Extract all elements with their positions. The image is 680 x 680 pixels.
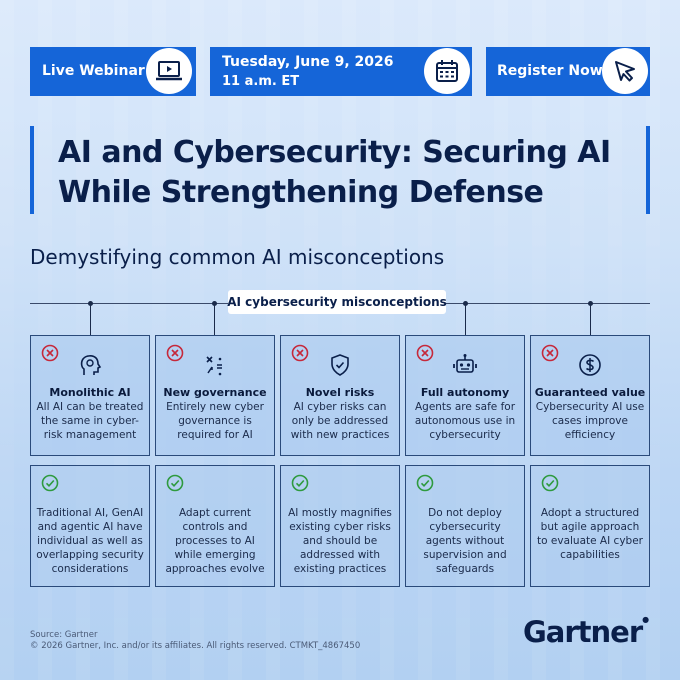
- misconception-card: Novel risks AI cyber risks can only be a…: [280, 335, 400, 456]
- register-now-button[interactable]: Register Now: [486, 47, 650, 96]
- misconception-card: Full autonomy Agents are safe for autono…: [405, 335, 525, 456]
- connector-drop: [590, 303, 591, 335]
- connector-drop: [90, 303, 91, 335]
- card-desc: Agents are safe for autonomous use in cy…: [414, 401, 516, 441]
- event-date: Tuesday, June 9, 2026: [222, 54, 394, 70]
- reality-card: Traditional AI, GenAI and agentic AI hav…: [30, 465, 150, 587]
- reality-text: Do not deploy cybersecurity agents witho…: [423, 507, 507, 575]
- reality-text: Adopt a structured but agile approach to…: [537, 507, 643, 561]
- card-title: New governance: [163, 386, 267, 399]
- check-circle-icon: [416, 474, 434, 496]
- x-circle-icon: [416, 344, 434, 366]
- connector-drop: [214, 303, 215, 335]
- reality-card: Do not deploy cybersecurity agents witho…: [405, 465, 525, 587]
- event-time: 11 a.m. ET: [222, 74, 300, 89]
- check-circle-icon: [541, 474, 559, 496]
- misconception-card: Monolithic AI All AI can be treated the …: [30, 335, 150, 456]
- card-title: Full autonomy: [420, 386, 510, 399]
- x-circle-icon: [166, 344, 184, 366]
- cursor-arrow-icon: [602, 48, 648, 94]
- dollar-icon: [531, 353, 649, 377]
- card-desc: Cybersecurity AI use cases improve effic…: [535, 401, 645, 441]
- reality-text: Adapt current controls and processes to …: [165, 507, 265, 575]
- logo-dot-icon: ●: [642, 615, 649, 624]
- x-circle-icon: [41, 344, 59, 366]
- card-desc: All AI can be treated the same in cyber-…: [36, 401, 144, 441]
- title-bar-left: [30, 126, 34, 214]
- copyright-line: © 2026 Gartner, Inc. and/or its affiliat…: [30, 641, 361, 651]
- card-title: Monolithic AI: [49, 386, 131, 399]
- reality-card: AI mostly magnifies existing cyber risks…: [280, 465, 400, 587]
- card-desc: AI cyber risks can only be addressed wit…: [290, 401, 390, 441]
- title-bar-right: [646, 126, 650, 214]
- check-circle-icon: [41, 474, 59, 496]
- card-desc: Entirely new cyber governance is require…: [166, 401, 264, 441]
- reality-card: Adopt a structured but agile approach to…: [530, 465, 650, 587]
- misconception-card: New governance Entirely new cyber govern…: [155, 335, 275, 456]
- gartner-logo: Gartner●: [523, 615, 649, 649]
- robot-icon: [406, 353, 524, 377]
- reality-text: AI mostly magnifies existing cyber risks…: [288, 507, 392, 575]
- calendar-icon: [424, 48, 470, 94]
- card-title: Guaranteed value: [534, 386, 646, 399]
- register-label: Register Now: [497, 63, 603, 79]
- shield-icon: [281, 353, 399, 377]
- source-line: Source: Gartner: [30, 630, 98, 640]
- section-subtitle: Demystifying common AI misconceptions: [30, 245, 445, 269]
- section-label: AI cybersecurity misconceptions: [227, 290, 447, 314]
- source-note: Source: Gartner © 2026 Gartner, Inc. and…: [30, 630, 360, 652]
- webinar-label: Live Webinar: [42, 63, 145, 79]
- check-circle-icon: [291, 474, 309, 496]
- laptop-play-icon: [146, 48, 192, 94]
- check-circle-icon: [166, 474, 184, 496]
- reality-card: Adapt current controls and processes to …: [155, 465, 275, 587]
- reality-text: Traditional AI, GenAI and agentic AI hav…: [36, 507, 144, 575]
- live-webinar-badge: Live Webinar: [30, 47, 196, 96]
- card-title: Novel risks: [305, 386, 375, 399]
- date-time-badge: Tuesday, June 9, 2026 11 a.m. ET: [210, 47, 472, 96]
- x-circle-icon: [291, 344, 309, 366]
- page-title: AI and Cybersecurity: Securing AI While …: [58, 135, 611, 210]
- connector-drop: [465, 303, 466, 335]
- misconception-card: Guaranteed value Cybersecurity AI use ca…: [530, 335, 650, 456]
- head-chip-icon: [31, 353, 149, 377]
- shapes-icon: [156, 353, 274, 377]
- logo-text: Gartner: [523, 615, 643, 649]
- x-circle-icon: [541, 344, 559, 366]
